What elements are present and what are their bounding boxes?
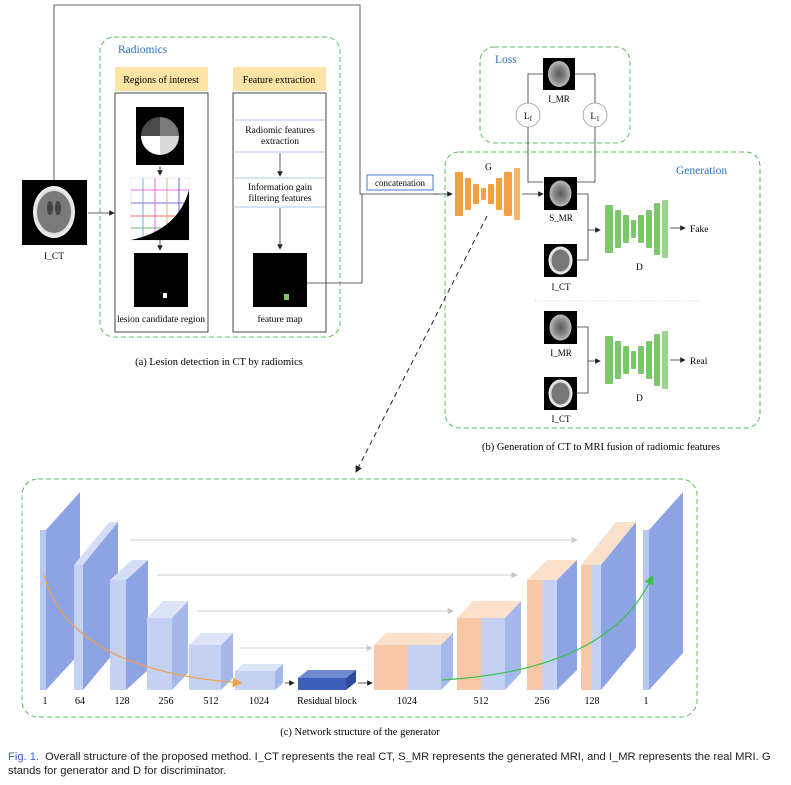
real-label: Real [690, 357, 708, 367]
encoder-block-5 [189, 633, 233, 690]
ct-real-pair-image [544, 377, 577, 410]
panel-c: 1 64 128 256 512 1024 Residual block 102… [21, 478, 698, 738]
ct-bypass-line [53, 4, 438, 195]
radiomics-title: Radiomics [118, 44, 168, 56]
feature-column [232, 92, 327, 333]
discriminator-fake-label: D [636, 263, 643, 273]
mr-real-pair-image [544, 311, 577, 344]
fake-label: Fake [690, 225, 708, 235]
encoder-channel-4: 256 [159, 696, 174, 707]
decoder-block-4 [581, 522, 636, 690]
concat-box [366, 174, 434, 191]
roi-header: Regions of interest [123, 75, 199, 86]
decoder-channel-1: 1024 [397, 696, 417, 707]
loss-mr-image [543, 58, 575, 90]
encoder-channel-1: 1 [43, 696, 48, 707]
ct-input-label: I_CT [44, 252, 64, 262]
discriminator-real-icon [605, 331, 668, 389]
panel-a: Radiomics Regions of interest [22, 4, 438, 368]
encoder-channel-2: 64 [75, 696, 85, 707]
encoder-channel-5: 512 [204, 696, 219, 707]
residual-block-label: Residual block [297, 696, 357, 707]
decoder-block-1 [374, 633, 453, 690]
encoder-block-2 [74, 522, 118, 690]
figure-caption-text: Overall structure of the proposed method… [8, 751, 771, 777]
ct-fake-pair-label: I_CT [552, 282, 572, 292]
zoom-arrow [355, 215, 488, 473]
roi-quadrant-image [136, 107, 184, 165]
encoder-block-4 [147, 601, 188, 690]
loss-title: Loss [495, 54, 517, 66]
feature-map-image [253, 253, 307, 307]
roi-header-box [115, 67, 208, 91]
mr-real-pair-label: I_MR [550, 348, 572, 358]
lesion-candidate-image [134, 253, 188, 307]
panel-b-caption: (b) Generation of CT to MRI fusion of ra… [482, 442, 720, 453]
figure-caption: Fig. 1.Overall structure of the proposed… [8, 750, 783, 778]
loss-mr-label: I_MR [548, 94, 570, 104]
generator-network-icon [455, 168, 520, 220]
encoder-flow-arrow [43, 574, 243, 688]
decoder-channel-3: 256 [535, 696, 550, 707]
synthetic-mr-label: S_MR [549, 213, 573, 223]
panel-b: Loss Generation concatenation G I_MR [355, 46, 761, 473]
feature-header-box [233, 67, 326, 91]
ct-fake-pair-image [544, 244, 577, 277]
decoder-channel-5: 1 [644, 696, 649, 707]
figure-caption-label: Fig. 1. [8, 751, 40, 763]
generator-structure-box [21, 478, 698, 718]
concat-label: concatenation [375, 178, 425, 188]
feature-header: Feature extraction [243, 75, 315, 86]
encoder-channel-3: 128 [115, 696, 130, 707]
panel-c-caption: (c) Network structure of the generator [280, 727, 440, 738]
feature-map-label: feature map [257, 314, 302, 325]
decoder-channel-4: 128 [585, 696, 600, 707]
encoder-block-1 [40, 492, 80, 690]
discriminator-real-label: D [636, 394, 643, 404]
loss-1-label: L1 [590, 112, 600, 123]
loss-f-label: Lf [524, 112, 533, 123]
generator-label: G [485, 163, 492, 173]
synthetic-mr-image [544, 177, 577, 210]
decoder-channel-2: 512 [474, 696, 489, 707]
encoder-channel-6: 1024 [249, 696, 269, 707]
roi-grid-image [130, 177, 190, 241]
radiomics-box [99, 36, 341, 338]
roi-column [114, 92, 209, 333]
decoder-block-3 [527, 560, 577, 690]
ct-real-pair-label: I_CT [552, 414, 572, 424]
residual-block [298, 670, 356, 690]
loss-box [479, 46, 631, 144]
panel-a-caption: (a) Lesion detection in CT by radiomics [135, 357, 303, 368]
decoder-flow-arrow [441, 574, 654, 681]
encoder-block-3 [110, 560, 148, 690]
lesion-candidate-label: lesion candidate region [117, 315, 205, 325]
discriminator-fake-icon [605, 200, 668, 258]
ct-input-image [22, 180, 87, 245]
encoder-block-6 [235, 664, 283, 690]
decoder-block-5 [643, 492, 683, 690]
generation-title: Generation [676, 165, 727, 177]
generation-box [444, 151, 761, 429]
decoder-block-2 [457, 601, 521, 690]
